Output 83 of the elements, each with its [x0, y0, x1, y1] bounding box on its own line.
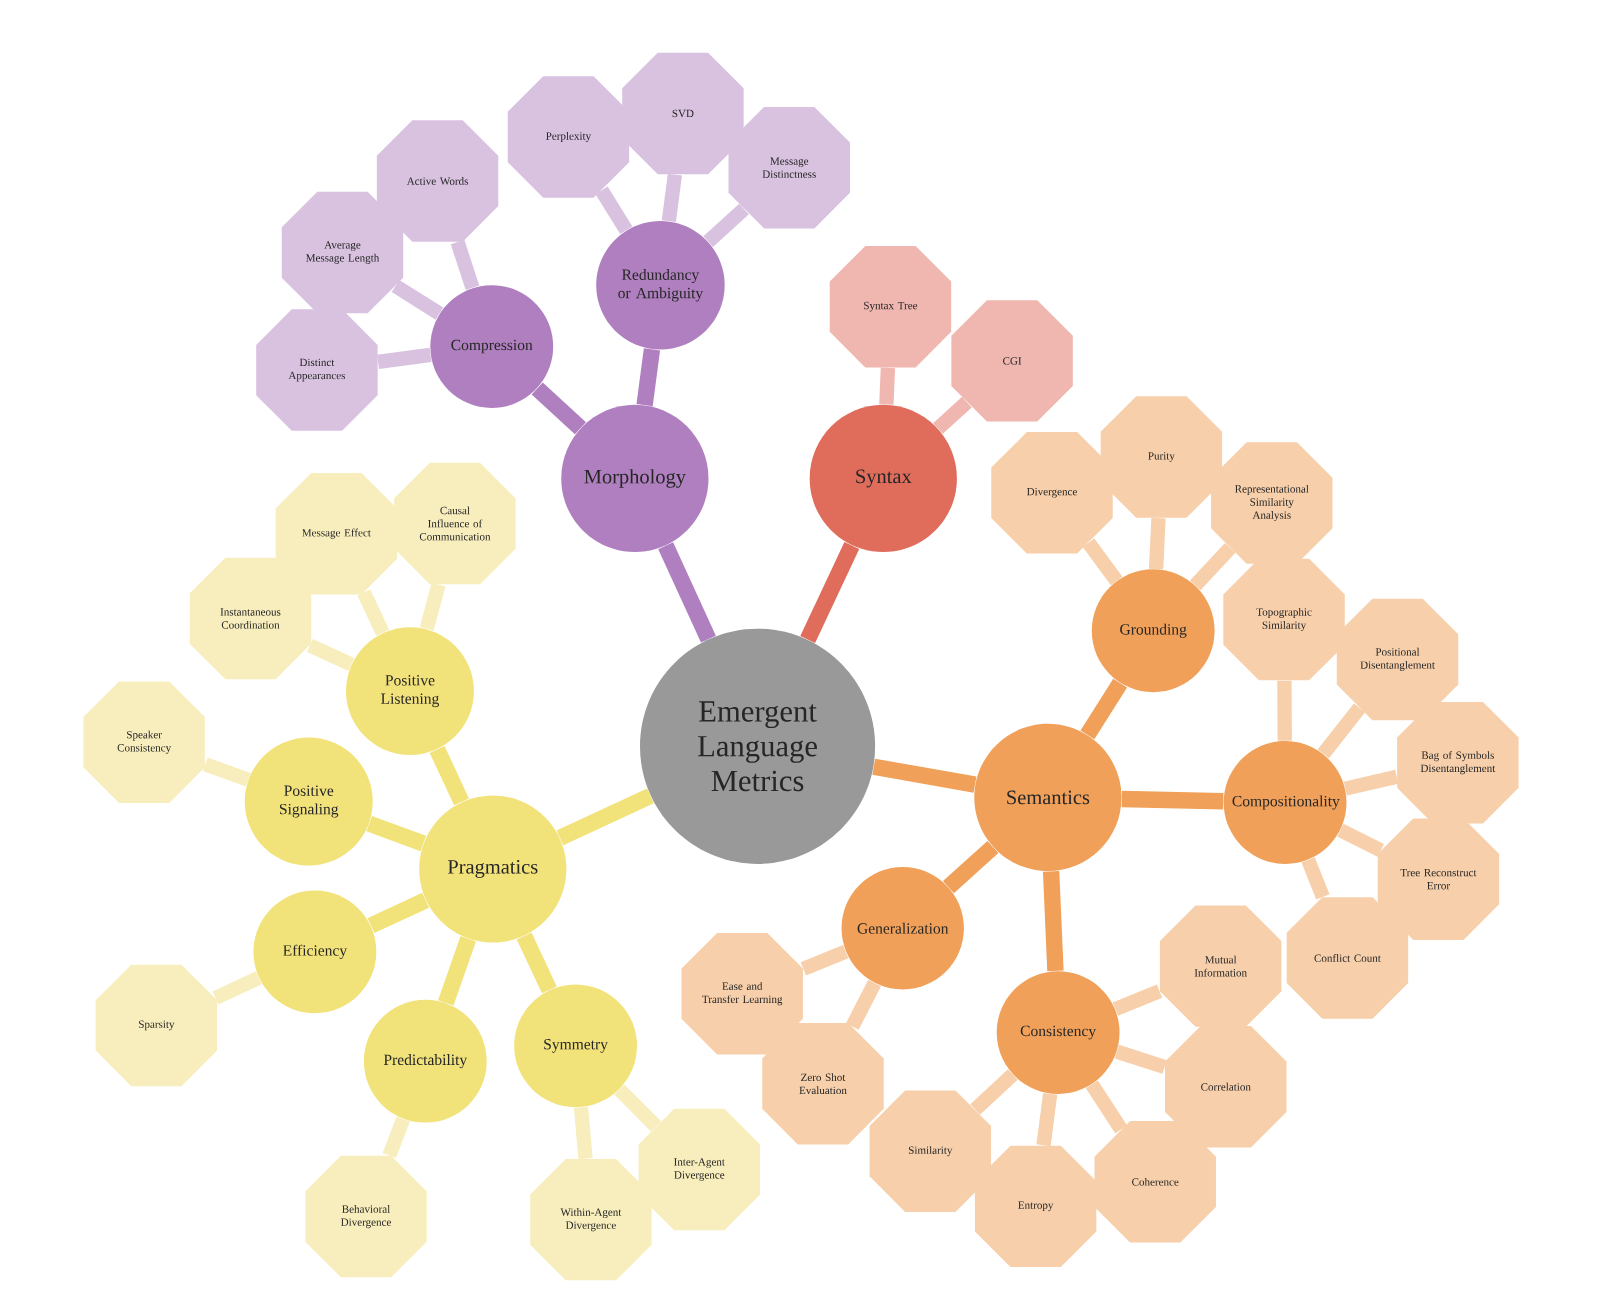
connector: [614, 1084, 662, 1132]
metric-octagon: Inter-Agent Divergence: [638, 1108, 760, 1231]
metric-octagon: Conflict Count: [1286, 897, 1409, 1019]
connector: [419, 582, 446, 631]
node-label: Perplexity: [546, 131, 592, 142]
connector: [1148, 517, 1166, 570]
connector: [377, 347, 432, 369]
connector: [800, 944, 849, 976]
connector: [1317, 703, 1366, 759]
metric-octagon: Divergence: [991, 431, 1113, 554]
node-label: Purity: [1148, 451, 1175, 462]
connector: [306, 638, 355, 671]
connector: [1082, 538, 1123, 585]
connector: [1042, 870, 1064, 971]
connector: [202, 757, 251, 787]
metric-octagon: Zero Shot Evaluation: [762, 1022, 884, 1145]
metric-octagon: Message Distinctness: [728, 106, 850, 229]
connector: [450, 239, 480, 290]
node-label: Representational Similarity Analysis: [1235, 484, 1309, 521]
metric-octagon: Perplexity: [507, 76, 630, 198]
metric-octagon: Representational Similarity Analysis: [1211, 442, 1333, 564]
connector: [366, 815, 427, 851]
connector: [800, 541, 860, 643]
connector: [1190, 542, 1236, 591]
connector: [1036, 1092, 1058, 1146]
connector: [872, 758, 977, 793]
connector: [1121, 790, 1224, 810]
metric-octagon: Speaker Consistency: [83, 681, 205, 803]
connector: [573, 1106, 593, 1159]
metric-octagon: Purity: [1100, 396, 1223, 518]
connector: [879, 367, 896, 405]
connector: [595, 186, 633, 234]
connector: [1085, 1080, 1128, 1134]
connector: [1277, 680, 1292, 741]
metric-octagon: Active Words: [376, 120, 499, 242]
metric-octagon: Message Effect: [275, 472, 398, 595]
metric-octagon: Entropy: [974, 1145, 1097, 1267]
metric-octagon: Bag of Symbols Disentanglement: [1397, 701, 1519, 824]
connector: [1343, 769, 1399, 796]
metric-octagon: Topographic Similarity: [1223, 558, 1345, 681]
connector: [1114, 1044, 1167, 1074]
metric-octagon: Coherence: [1094, 1120, 1216, 1243]
connector: [933, 396, 972, 434]
connector: [367, 892, 430, 933]
metric-octagon: Similarity: [869, 1090, 992, 1212]
connector: [1112, 984, 1163, 1016]
metric-octagon: Correlation: [1165, 1025, 1287, 1148]
metric-octagon: Sparsity: [95, 964, 218, 1086]
connector: [1301, 857, 1330, 900]
metric-octagon: SVD: [622, 52, 744, 174]
connector: [1080, 678, 1128, 740]
metric-octagon: Instantaneous Coordination: [189, 557, 312, 680]
connector: [943, 840, 999, 893]
connector: [970, 1069, 1018, 1115]
connector: [1337, 823, 1384, 857]
metric-octagon: CGI: [951, 300, 1073, 422]
connector: [391, 279, 444, 320]
connector: [438, 935, 476, 1006]
connector: [661, 173, 682, 222]
metric-octagon: Mutual Information: [1159, 905, 1282, 1027]
metric-octagon: Tree Reconstruct Error: [1377, 818, 1500, 940]
connector: [382, 1116, 410, 1158]
connector: [703, 203, 749, 247]
connector: [636, 348, 661, 406]
node-label: Topographic Similarity: [1256, 607, 1312, 631]
metric-octagon: Syntax Tree: [829, 245, 952, 368]
connector: [658, 542, 716, 643]
connector: [845, 979, 881, 1030]
connector: [516, 932, 557, 994]
connector: [357, 589, 390, 636]
metric-octagon: Behavioral Divergence: [305, 1155, 427, 1278]
metric-octagon: Ease and Transfer Learning: [681, 932, 803, 1055]
connector: [429, 745, 469, 806]
node-label: SVD: [672, 109, 694, 118]
connector: [531, 382, 586, 435]
metric-octagon: Average Message Length: [281, 191, 404, 314]
metric-octagon: Causal Influence of Communication: [394, 462, 516, 584]
connector: [556, 788, 654, 846]
metric-octagon: Positional Disentanglement: [1336, 598, 1459, 720]
node-label: Divergence: [1026, 487, 1077, 498]
metric-octagon: Within-Agent Divergence: [530, 1158, 652, 1281]
metric-octagon: Distinct Appearances: [256, 309, 378, 431]
connector: [212, 971, 262, 1005]
